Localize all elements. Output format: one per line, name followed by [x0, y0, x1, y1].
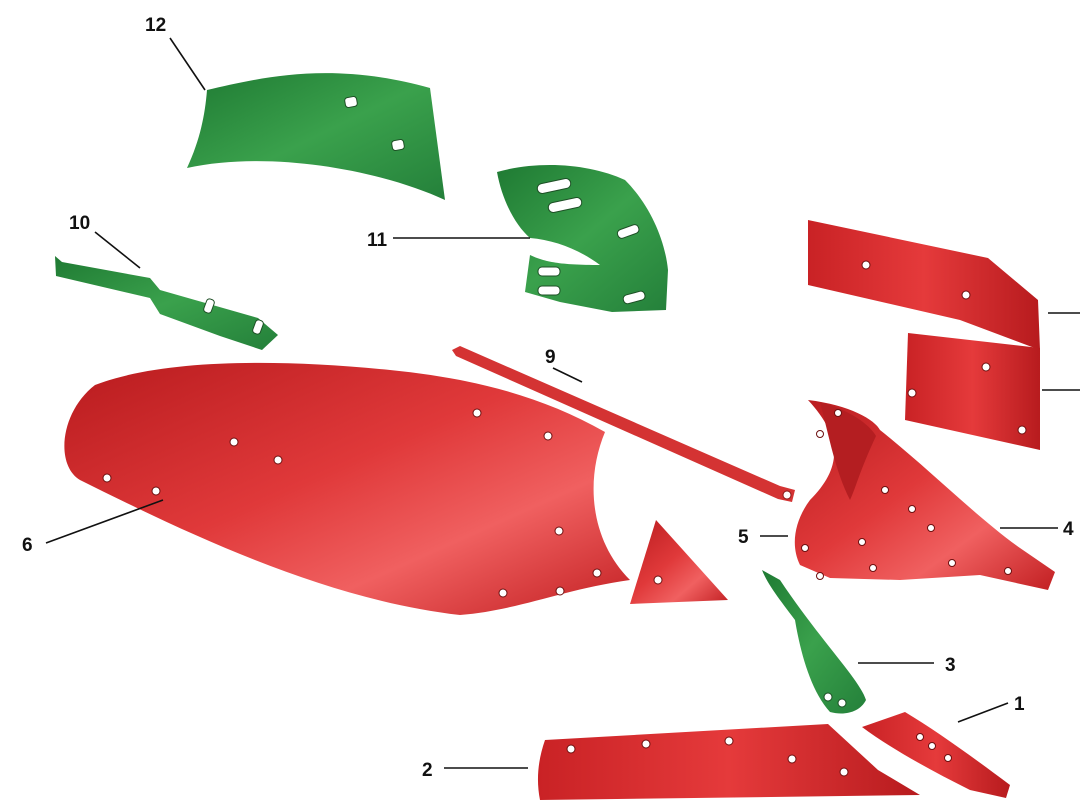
part-7-plate: [905, 333, 1040, 450]
leader-1: [958, 703, 1008, 722]
part-2-share: [538, 724, 920, 800]
part-6-wing: [630, 520, 728, 604]
label-6: 6: [22, 535, 33, 556]
leader-6: [46, 500, 163, 543]
leader-12: [170, 38, 205, 90]
leader-10: [95, 232, 140, 268]
label-3: 3: [945, 655, 956, 676]
label-2: 2: [422, 760, 433, 781]
leader-9: [553, 368, 582, 382]
part-12-shield: [187, 73, 445, 200]
part-8-landside-strip: [808, 220, 1040, 350]
part-6-mouldboard: [64, 363, 630, 615]
label-11: 11: [367, 230, 388, 251]
label-5: 5: [738, 527, 749, 548]
label-12: 12: [145, 15, 166, 36]
part-10-strap: [55, 256, 278, 350]
part-3-shin: [762, 570, 866, 714]
label-9: 9: [545, 347, 556, 368]
label-10: 10: [69, 213, 90, 234]
label-1: 1: [1014, 694, 1025, 715]
label-4: 4: [1063, 519, 1074, 540]
